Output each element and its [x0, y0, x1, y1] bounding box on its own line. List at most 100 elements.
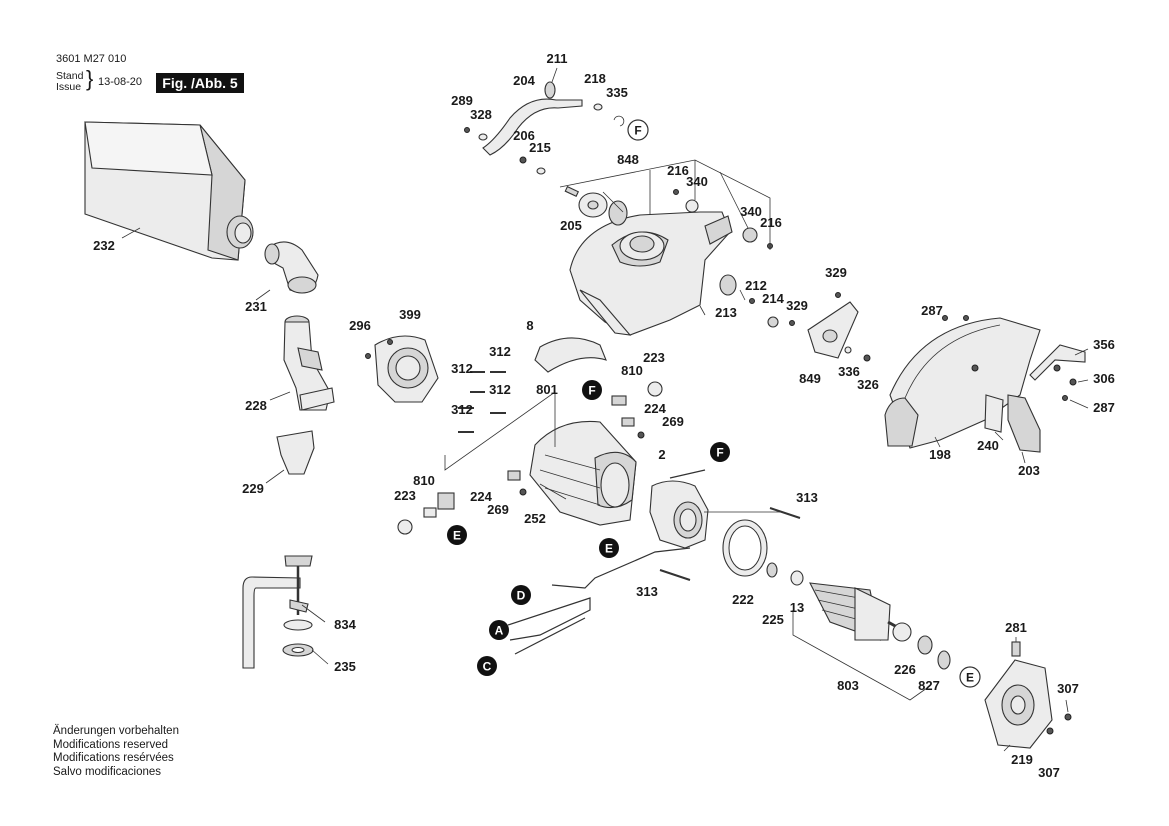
part-label-198: 198	[929, 447, 951, 462]
part-label-287a: 287	[921, 303, 943, 318]
armature	[809, 582, 907, 641]
part-label-211: 211	[547, 51, 568, 66]
footer-line-de: Änderungen vorbehalten	[53, 725, 179, 737]
screw-296b	[365, 353, 371, 359]
leader-252	[539, 483, 567, 500]
part-label-203: 203	[1018, 463, 1040, 478]
screw-307a	[1064, 713, 1072, 721]
leader-frame-801	[444, 391, 556, 471]
part-label-269b: 269	[487, 502, 509, 517]
part-label-329a: 329	[825, 265, 847, 280]
svg-text:F: F	[716, 446, 723, 460]
part-label-340b: 340	[740, 204, 762, 219]
screw-287b	[1062, 395, 1068, 401]
part-label-235: 235	[334, 659, 356, 674]
motor-housing	[529, 420, 637, 526]
part-label-848: 848	[617, 152, 639, 167]
screw-296a	[387, 339, 393, 345]
part-label-336: 336	[838, 364, 860, 379]
part-label-2: 2	[658, 447, 665, 462]
connector-E-left: E	[447, 525, 467, 545]
part-label-399: 399	[399, 307, 421, 322]
screw-306a	[1053, 364, 1061, 372]
brace-symbol: }	[86, 66, 94, 91]
svg-text:E: E	[966, 671, 974, 685]
part-label-212: 212	[745, 278, 767, 293]
nut-326	[863, 354, 871, 362]
footer-notes: Änderungen vorbehalten Modifications res…	[53, 725, 179, 779]
connector-C: C	[477, 656, 497, 676]
part-label-312d: 312	[451, 402, 473, 417]
footer-line-es: Salvo modificaciones	[53, 765, 162, 778]
screw-stator	[669, 469, 706, 479]
part-label-810a: 810	[621, 363, 643, 378]
label-sticker	[534, 337, 607, 373]
part-label-326: 326	[857, 377, 879, 392]
svg-text:E: E	[605, 542, 613, 556]
part-label-312a: 312	[489, 344, 511, 359]
part-label-307b: 307	[1038, 765, 1060, 780]
part-label-215: 215	[529, 140, 551, 155]
part-label-834: 834	[334, 617, 356, 632]
screw-269b	[519, 488, 527, 496]
screw-269a	[637, 431, 645, 439]
svg-text:C: C	[483, 660, 492, 674]
bearing-13	[790, 570, 804, 586]
screw-289	[464, 127, 470, 133]
connector-F-right: F	[710, 442, 730, 462]
brush-holder-b	[423, 507, 437, 518]
cap-223a	[647, 381, 663, 397]
stand-label: Stand	[56, 70, 84, 82]
svg-text:F: F	[588, 384, 595, 398]
connector-D: D	[511, 585, 531, 605]
part-label-8: 8	[526, 318, 533, 333]
svg-text:D: D	[517, 589, 526, 603]
part-label-204: 204	[513, 73, 535, 88]
deflector-flap	[276, 430, 315, 475]
lower-blade-guard	[884, 317, 1041, 449]
part-label-312c: 312	[489, 382, 511, 397]
baffle-226	[892, 622, 912, 642]
bracket-356	[1029, 344, 1086, 381]
part-label-335: 335	[606, 85, 628, 100]
part-label-289: 289	[451, 93, 473, 108]
clamp-assembly	[242, 555, 314, 669]
part-label-810b: 810	[413, 473, 435, 488]
part-label-231: 231	[245, 299, 267, 314]
screw-307b	[1046, 727, 1054, 735]
bearing-226	[917, 635, 933, 655]
pin-281	[1011, 641, 1021, 657]
svg-text:E: E	[453, 529, 461, 543]
part-label-232: 232	[93, 238, 115, 253]
connector-E-mid: E	[599, 538, 619, 558]
screw-313a	[769, 507, 801, 519]
cap-223b	[397, 519, 413, 535]
figure-label: Fig. /Abb. 5	[156, 73, 244, 93]
part-label-224b: 224	[470, 489, 492, 504]
nut-206	[519, 156, 527, 164]
connector-F-mid: F	[582, 380, 602, 400]
issue-label: Issue	[56, 81, 82, 93]
connector-A: A	[489, 620, 509, 640]
part-label-216a: 216	[667, 163, 689, 178]
screw-329a	[835, 292, 841, 298]
part-label-269a: 269	[662, 414, 684, 429]
part-label-281: 281	[1005, 620, 1027, 635]
washer-218	[593, 103, 603, 111]
part-label-307a: 307	[1057, 681, 1079, 696]
part-number-labels: 211 204 218 335 289 328 206 215 848 216 …	[93, 51, 1115, 780]
part-label-849: 849	[799, 371, 821, 386]
bearing-225	[766, 562, 778, 578]
bearing-213	[719, 274, 737, 296]
screw-205	[564, 185, 580, 197]
pin-211	[544, 81, 556, 99]
part-label-296: 296	[349, 318, 371, 333]
bearing-340b	[742, 227, 758, 243]
bracket-240	[984, 394, 1004, 433]
brush-224b	[507, 470, 521, 481]
part-label-240: 240	[977, 438, 999, 453]
wire-harness	[551, 547, 691, 589]
part-label-219: 219	[1011, 752, 1033, 767]
stator	[649, 480, 709, 549]
